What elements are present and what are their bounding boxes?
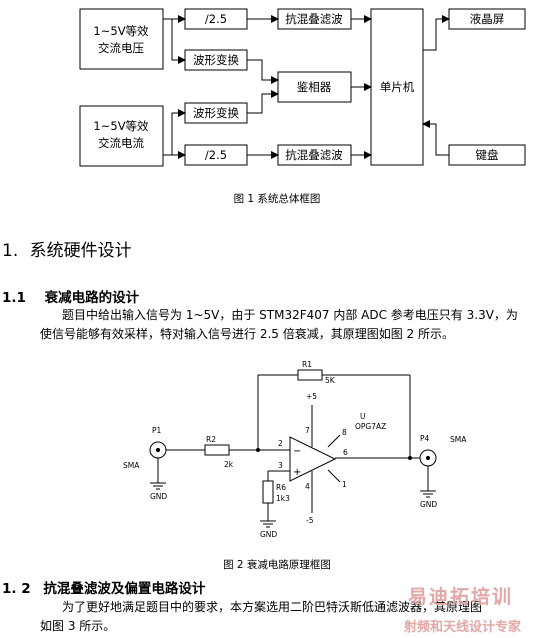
opamp-ref-label: U <box>360 412 366 421</box>
section1-2-number: 1. 2 <box>2 581 31 597</box>
pin4-label: 4 <box>305 482 310 491</box>
figure2-caption: 图 2 衰减电路原理框图 <box>223 559 331 571</box>
r2-resistor <box>204 444 230 456</box>
wave-transform-bottom-label: 波形变换 <box>193 106 239 120</box>
watermark-slogan: 射频和天线设计专家 <box>404 620 522 635</box>
gnd3-label: GND <box>420 500 437 509</box>
figure1-caption: 图 1 系统总体框图 <box>233 193 321 205</box>
voltage-input-line2: 交流电压 <box>98 41 144 55</box>
r2-label: R2 <box>206 435 216 444</box>
section1-1-number: 1.1 <box>2 290 26 306</box>
r6-resistor <box>262 480 274 504</box>
section1-number: 1. <box>2 241 19 261</box>
sma-right-label: SMA <box>450 435 467 444</box>
vminus-label: -5 <box>306 516 314 525</box>
inverting-sign: − <box>293 446 301 457</box>
section1-1-title: 衰减电路的设计 <box>44 290 140 306</box>
section1-1-para-line1: 题目中给出输入信号为 1~5V，由于 STM32F407 内部 ADC 参考电压… <box>62 308 518 322</box>
keyboard-label: 键盘 <box>476 148 499 162</box>
vplus-label: +5 <box>306 392 317 401</box>
section1-heading: 1. 系统硬件设计 <box>2 236 132 261</box>
section1-2-para-line1: 为了更好地满足题目中的要求，本方案选用二阶巴特沃斯低通滤波器，其原理图 <box>62 600 483 614</box>
divider-top-label: /2.5 <box>205 12 227 26</box>
section1-1-heading: 1.1 衰减电路的设计 <box>2 286 139 306</box>
watermark-brand: 易迪拓培训 <box>408 586 514 608</box>
pin7-label: 7 <box>305 426 310 435</box>
section1-2-heading: 1. 2 抗混叠滤波及偏置电路设计 <box>2 577 205 597</box>
section1-title: 系统硬件设计 <box>29 241 132 261</box>
section1-2-title: 抗混叠滤波及偏置电路设计 <box>43 581 206 597</box>
noninverting-sign: + <box>293 467 301 478</box>
filter-bottom-label: 抗混叠滤波 <box>285 148 343 162</box>
mcu-label: 单片机 <box>380 80 415 94</box>
system-block-diagram: 1~5V等效 交流电压 1~5V等效 交流电流 /2.5 波形变换 波形变换 /… <box>79 8 526 167</box>
opamp-part-label: OPG7AZ <box>355 422 386 431</box>
pin6-label: 6 <box>343 448 348 457</box>
voltage-input-line1: 1~5V等效 <box>93 24 149 38</box>
pin8-label: 8 <box>342 428 347 437</box>
r1-value: 5K <box>325 376 336 385</box>
p4-label: P4 <box>420 434 430 443</box>
gnd1-label: GND <box>150 492 167 501</box>
p1-label: P1 <box>152 426 162 435</box>
op-amp <box>289 436 337 482</box>
current-input-line2: 交流电流 <box>98 136 144 150</box>
wave-transform-top-label: 波形变换 <box>193 53 239 67</box>
current-input-block <box>79 105 164 167</box>
filter-top-label: 抗混叠滤波 <box>285 12 343 26</box>
sma-left-label: SMA <box>123 461 140 470</box>
r1-resistor <box>297 369 323 381</box>
section1-2-para-line2: 如图 3 所示。 <box>40 619 116 633</box>
pin3-label: 3 <box>278 461 283 470</box>
pin1-label: 1 <box>342 480 347 489</box>
r6-value: 1k3 <box>276 494 290 503</box>
pin2-label: 2 <box>278 439 283 448</box>
attenuator-schematic: R1 5K R2 2k R6 1k3 U OPG7AZ +5 -5 P1 P4 … <box>123 360 467 539</box>
gnd2-label: GND <box>260 530 277 539</box>
voltage-input-block <box>79 8 164 70</box>
section1-1-para-line2: 使信号能够有效采样，特对输入信号进行 2.5 倍衰减，其原理图如图 2 所示。 <box>40 327 454 341</box>
lcd-label: 液晶屏 <box>470 12 505 26</box>
divider-bottom-label: /2.5 <box>205 148 227 162</box>
r6-label: R6 <box>276 483 286 492</box>
current-input-line1: 1~5V等效 <box>93 119 149 133</box>
r2-value: 2k <box>224 460 234 469</box>
r1-label: R1 <box>302 360 312 369</box>
phase-detector-label: 鉴相器 <box>297 80 332 94</box>
